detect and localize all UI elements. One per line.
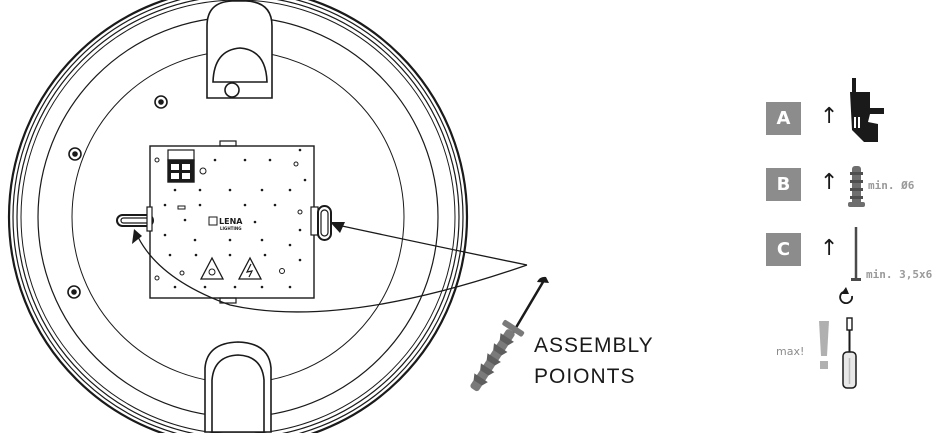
board-test-point xyxy=(213,158,217,162)
board-test-point xyxy=(183,218,187,222)
max-torque-label: max! xyxy=(776,345,805,358)
board-test-point xyxy=(260,238,264,242)
wall-plug-icon xyxy=(848,166,865,207)
step-a-arrow: ↑ xyxy=(820,104,839,129)
board-test-point xyxy=(243,158,247,162)
exclamation-icon xyxy=(819,321,829,369)
left-leader-arrowhead xyxy=(132,229,142,244)
board-test-point xyxy=(303,178,307,182)
wall-plug-pictogram xyxy=(470,320,525,392)
step-c-spec: min. 3,5x6 xyxy=(866,268,933,281)
esd-warning-icon xyxy=(199,256,225,280)
board-logo-sub: LIGHTING xyxy=(220,226,242,231)
board-test-point xyxy=(273,203,277,207)
board-test-point xyxy=(198,203,202,207)
board-test-point xyxy=(268,158,272,162)
board-test-point xyxy=(168,253,172,257)
board-test-point xyxy=(298,258,302,262)
board-test-point xyxy=(163,233,167,237)
board-test-point xyxy=(288,243,292,247)
board-test-point xyxy=(233,285,237,289)
board-test-point xyxy=(228,238,232,242)
board-test-point xyxy=(298,148,302,152)
step-c-arrow: ↑ xyxy=(820,236,839,261)
step-c-badge: C xyxy=(766,233,801,266)
board-test-point xyxy=(173,188,177,192)
screwdriver-icon xyxy=(842,317,857,389)
right-assembly-slot xyxy=(310,205,332,241)
electric-warning-icon xyxy=(237,256,263,280)
board-test-point xyxy=(203,285,207,289)
board-logo-brand: LENA xyxy=(219,217,243,226)
board-test-points xyxy=(163,148,307,289)
board-test-point xyxy=(193,238,197,242)
top-mounting-clip xyxy=(206,0,273,99)
board-test-point xyxy=(163,203,167,207)
rotation-arrow-head xyxy=(841,287,849,294)
terminal-block xyxy=(167,149,195,183)
board-test-point xyxy=(263,253,267,257)
assembly-label-line1: ASSEMBLY xyxy=(534,334,654,357)
assembly-points-label: ASSEMBLY POIONTS xyxy=(534,330,654,392)
board-test-point xyxy=(260,285,264,289)
step-a-badge: A xyxy=(766,102,801,135)
screw-icon xyxy=(851,227,861,281)
board-test-point xyxy=(243,203,247,207)
leader-lines xyxy=(137,225,528,313)
step-b-badge: B xyxy=(766,168,801,201)
left-assembly-slot xyxy=(116,206,154,232)
step-b-spec: min. Ø6 xyxy=(868,179,915,192)
board-test-point xyxy=(260,188,264,192)
board-test-point xyxy=(194,253,198,257)
right-leader-arrowhead xyxy=(330,222,345,233)
rotation-arrow-icon xyxy=(839,291,853,305)
board-test-point xyxy=(288,188,292,192)
assembly-label-line2: POIONTS xyxy=(534,365,636,388)
board-test-point xyxy=(253,220,257,224)
board-test-point xyxy=(173,285,177,289)
board-test-point xyxy=(298,228,302,232)
drill-icon xyxy=(850,78,884,142)
screw-bosses xyxy=(67,95,168,299)
step-b-arrow: ↑ xyxy=(820,170,839,195)
board-test-point xyxy=(228,188,232,192)
bottom-mounting-clip xyxy=(204,341,272,433)
board-test-point xyxy=(288,285,292,289)
board-test-point xyxy=(198,188,202,192)
board-test-point xyxy=(228,253,232,257)
